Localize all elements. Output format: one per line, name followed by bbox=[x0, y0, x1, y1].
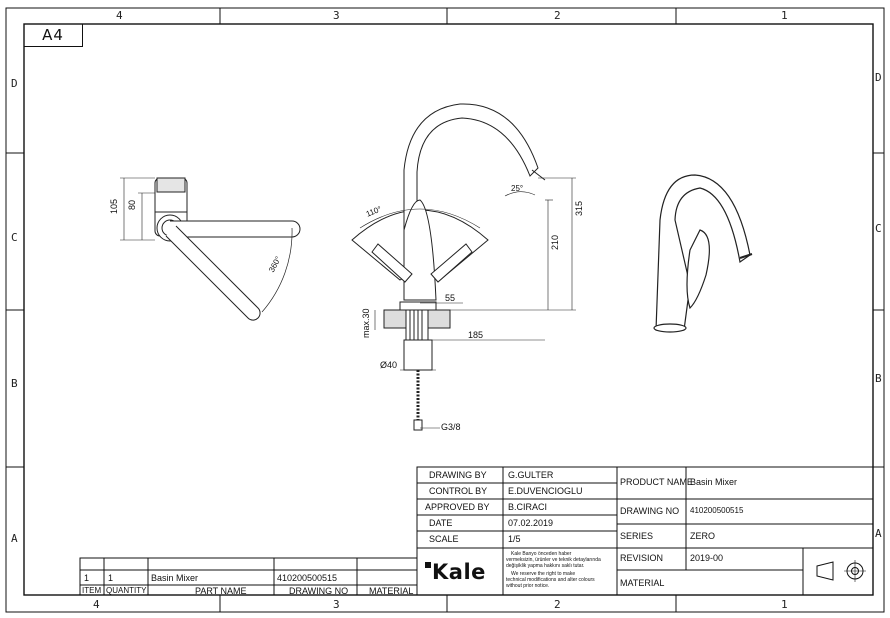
note-tr-1: Kale Banyo önceden haber bbox=[511, 551, 572, 557]
series-value: ZERO bbox=[690, 531, 716, 541]
scale-label: SCALE bbox=[429, 534, 459, 544]
note-en-1: We reserve the right to make bbox=[511, 571, 576, 577]
parts-header-quantity: QUANTITY bbox=[106, 586, 147, 595]
revision-label: REVISION bbox=[620, 553, 664, 563]
note-en-2: technical modifications and alter colour… bbox=[506, 577, 595, 583]
zone-col-top-4: 1 bbox=[781, 9, 788, 22]
zone-col-top-3: 2 bbox=[554, 9, 561, 22]
zone-col-bottom-3: 2 bbox=[554, 598, 561, 611]
zone-row-right-d: D bbox=[875, 71, 882, 84]
drawing-by-label: DRAWING BY bbox=[429, 470, 487, 480]
zone-row-left-c: C bbox=[11, 231, 18, 244]
control-by-label: CONTROL BY bbox=[429, 486, 488, 496]
zone-col-top-2: 3 bbox=[333, 9, 340, 22]
top-view bbox=[120, 177, 301, 321]
zone-row-right-b: B bbox=[875, 372, 882, 385]
dim-max30: max.30 bbox=[361, 308, 371, 338]
zone-col-bottom-4: 1 bbox=[781, 598, 788, 611]
approved-by-value: B.CIRACI bbox=[508, 502, 548, 512]
zone-ticks bbox=[6, 8, 884, 612]
note-tr-2: vermeksizin, ürünler ve teknik detayları… bbox=[506, 557, 601, 563]
parts-row-item: 1 bbox=[84, 573, 90, 583]
zone-row-left-a: A bbox=[11, 532, 18, 545]
dim-315: 315 bbox=[574, 200, 584, 216]
zone-row-left-b: B bbox=[11, 377, 18, 390]
drawing-by-value: G.GULTER bbox=[508, 470, 554, 480]
dim-55: 55 bbox=[445, 293, 456, 303]
perspective-view bbox=[653, 174, 753, 333]
date-label: DATE bbox=[429, 518, 453, 528]
parts-header-part-name: PART NAME bbox=[195, 586, 247, 596]
approved-by-label: APPROVED BY bbox=[425, 502, 490, 512]
dim-d40: Ø40 bbox=[380, 360, 398, 370]
control-by-value: E.DUVENCIOGLU bbox=[508, 486, 583, 496]
projection-symbol bbox=[816, 560, 866, 582]
note-en-3: without prior notice. bbox=[506, 583, 550, 589]
dim-25: 25° bbox=[511, 184, 524, 193]
parts-row-part-name: Basin Mixer bbox=[151, 573, 199, 583]
zone-row-left-d: D bbox=[11, 77, 18, 90]
parts-row-drawing-no: 410200500515 bbox=[277, 573, 338, 583]
sheet-size-label: A4 bbox=[24, 24, 83, 47]
parts-header-material: MATERIAL bbox=[369, 586, 414, 596]
note-tr-3: değişiklik yapma hakkını saklı tutar. bbox=[506, 563, 585, 569]
company-logo: Kale bbox=[432, 560, 486, 584]
dim-210: 210 bbox=[550, 234, 560, 250]
revision-value: 2019-00 bbox=[690, 553, 724, 563]
series-label: SERIES bbox=[620, 531, 654, 541]
zone-col-top-1: 4 bbox=[116, 9, 123, 22]
logo-mark bbox=[425, 562, 431, 568]
dim-80: 80 bbox=[127, 199, 137, 210]
date-value: 07.02.2019 bbox=[508, 518, 554, 528]
parts-row-quantity: 1 bbox=[108, 573, 114, 583]
dim-185: 185 bbox=[468, 330, 484, 340]
drawing-no-value: 410200500515 bbox=[690, 506, 744, 515]
front-view bbox=[351, 103, 576, 431]
dim-105: 105 bbox=[109, 198, 119, 214]
zone-col-bottom-2: 3 bbox=[333, 598, 340, 611]
zone-col-bottom-1: 4 bbox=[93, 598, 100, 611]
material-label: MATERIAL bbox=[620, 578, 665, 588]
product-name-label: PRODUCT NAME bbox=[620, 477, 693, 487]
parts-header-item: ITEM bbox=[82, 586, 102, 595]
zone-row-right-a: A bbox=[875, 527, 882, 540]
product-name-value: Basin Mixer bbox=[690, 477, 738, 487]
scale-value: 1/5 bbox=[508, 534, 521, 544]
parts-header-drawing-no: DRAWING NO bbox=[289, 586, 349, 596]
title-block-grid bbox=[79, 466, 874, 596]
zone-row-right-c: C bbox=[875, 222, 882, 235]
drawing-no-label: DRAWING NO bbox=[620, 506, 680, 516]
dim-thread: G3/8 bbox=[441, 422, 461, 432]
